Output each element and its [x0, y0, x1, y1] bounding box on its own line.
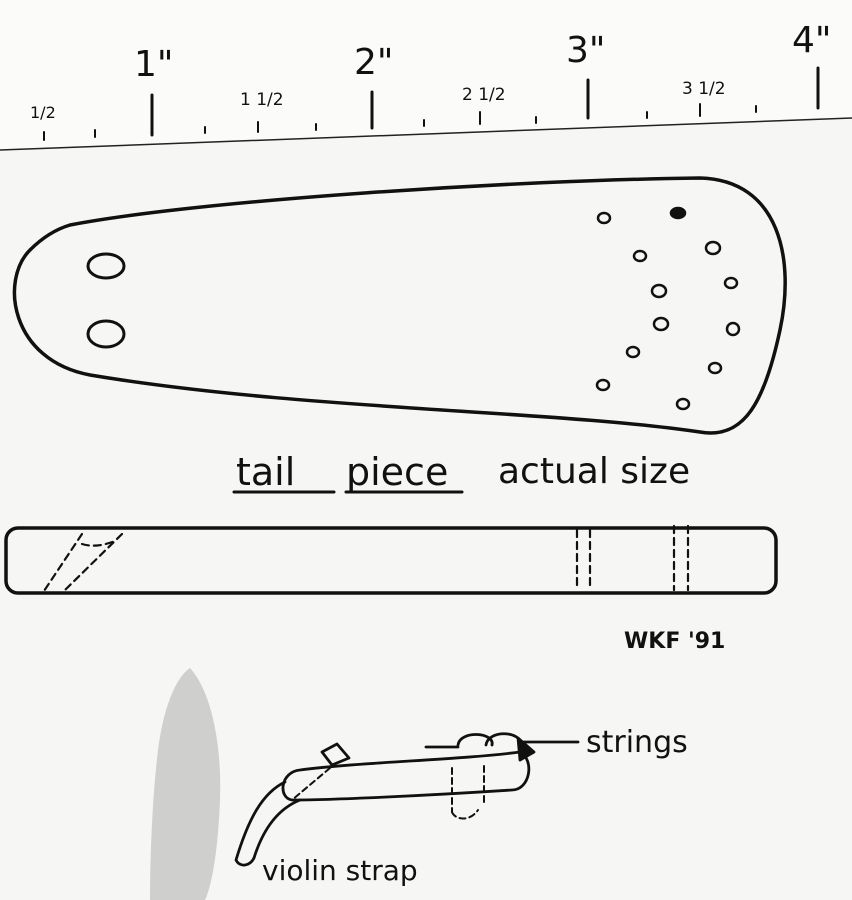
ruler-label-1in: 1": [134, 44, 173, 85]
ruler-label-3in: 3": [566, 30, 605, 71]
strap-holes: [86, 252, 126, 349]
ruler-label-2in: 2": [354, 42, 393, 83]
side-sketch-hidden: [291, 765, 485, 820]
side-view-hidden-lines: [42, 524, 690, 593]
ruler-strip: [0, 0, 852, 150]
ruler-label-4in: 4": [792, 20, 831, 61]
caption-piece: piece: [346, 450, 448, 494]
paper-shadow: [150, 668, 221, 900]
caption-actual-size: actual size: [498, 451, 690, 492]
ruler-edge: [0, 117, 852, 151]
ruler-label-1-5in: 1 1/2: [240, 90, 284, 110]
string-holes: [595, 206, 741, 411]
ruler-ticks: [43, 66, 820, 141]
signature: WKF '91: [624, 629, 725, 654]
label-strings: strings: [586, 725, 688, 760]
label-violin-strap: violin strap: [262, 854, 418, 887]
ruler-label-3-5in: 3 1/2: [682, 79, 726, 99]
caption-tail: tail: [236, 450, 295, 494]
side-sketch: [234, 732, 580, 867]
ruler-label-half: 1/2: [30, 103, 56, 122]
ruler-label-2-5in: 2 1/2: [462, 85, 506, 105]
tailpiece-side-view: [4, 526, 778, 595]
tailpiece-outline: [12, 176, 787, 435]
